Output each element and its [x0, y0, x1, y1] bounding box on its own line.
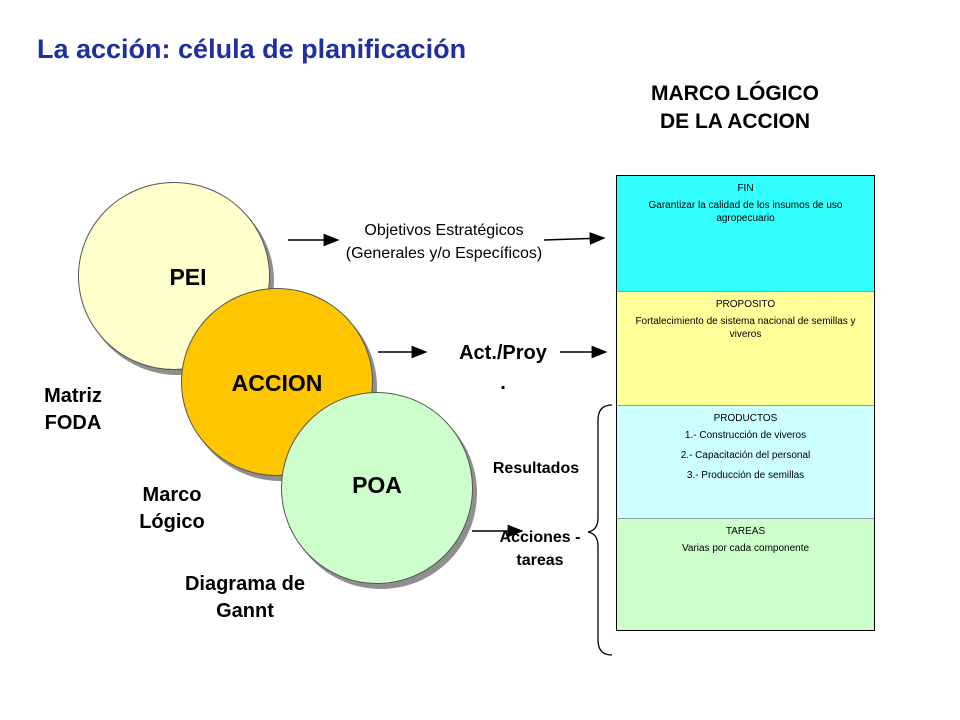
- accion-label: ACCION: [231, 369, 323, 396]
- page-title: La acción: célula de planificación: [37, 34, 467, 64]
- tareas-text: Varias por cada componente: [681, 543, 810, 554]
- marco-logico-heading-line-2: DE LA ACCION: [659, 110, 811, 133]
- objetivos-line-1: Objetivos Estratégicos: [364, 222, 524, 239]
- diagrama-gantt-line-2: Gannt: [216, 600, 274, 622]
- productos-item: 2.- Capacitación del personal: [680, 450, 811, 461]
- proposito-cell: PROPOSITO Fortalecimiento de sistema nac…: [617, 291, 874, 405]
- objetivos-label: Objetivos Estratégicos (Generales y/o Es…: [315, 219, 573, 265]
- productos-item: 3.- Producción de semillas: [686, 470, 805, 481]
- arrow-objetivos-fin: [543, 232, 606, 245]
- marco-logico-heading: MARCO LÓGICO DE LA ACCION: [620, 80, 850, 136]
- diagrama-gantt-line-1: Diagrama de: [184, 573, 306, 595]
- productos-header: PRODUCTOS: [713, 413, 778, 424]
- act-proy-label: Act./Proy .: [438, 338, 568, 398]
- proposito-text: Fortalecimiento de sistema nacional de s…: [635, 316, 856, 340]
- tareas-cell: TAREAS Varias por cada componente: [617, 518, 874, 630]
- matriz-foda-line-2: FODA: [44, 412, 102, 434]
- proposito-header: PROPOSITO: [715, 299, 776, 310]
- marco-logico-label: Marco Lógico: [122, 482, 222, 536]
- fin-text: Garantizar la calidad de los insumos de …: [648, 200, 843, 224]
- pei-label: PEI: [169, 263, 207, 290]
- marco-logico-line-1: Marco: [142, 484, 202, 506]
- marco-logico-heading-line-1: MARCO LÓGICO: [651, 82, 819, 105]
- poa-circle: POA: [281, 392, 473, 584]
- fin-cell: FIN Garantizar la calidad de los insumos…: [617, 176, 874, 291]
- matriz-foda-label: Matriz FODA: [28, 383, 118, 437]
- marco-logico-line-2: Lógico: [139, 511, 205, 533]
- acciones-line-2: tareas: [516, 552, 564, 569]
- productos-item: 1.- Construcción de viveros: [684, 430, 807, 441]
- fin-header: FIN: [737, 183, 754, 194]
- act-proy-line-1: Act./Proy: [459, 342, 547, 364]
- objetivos-line-2: (Generales y/o Específicos): [345, 245, 543, 262]
- matriz-foda-line-1: Matriz: [44, 385, 102, 407]
- brace-resultados-tareas: [587, 404, 613, 656]
- poa-label: POA: [352, 471, 402, 498]
- resultados-label: Resultados: [492, 460, 580, 477]
- marco-logico-table: FIN Garantizar la calidad de los insumos…: [616, 175, 875, 631]
- tareas-header: TAREAS: [725, 526, 766, 537]
- productos-cell: PRODUCTOS 1.- Construcción de viveros 2.…: [617, 405, 874, 518]
- diagrama-gantt-label: Diagrama de Gannt: [160, 571, 330, 625]
- act-proy-line-2: .: [500, 372, 506, 394]
